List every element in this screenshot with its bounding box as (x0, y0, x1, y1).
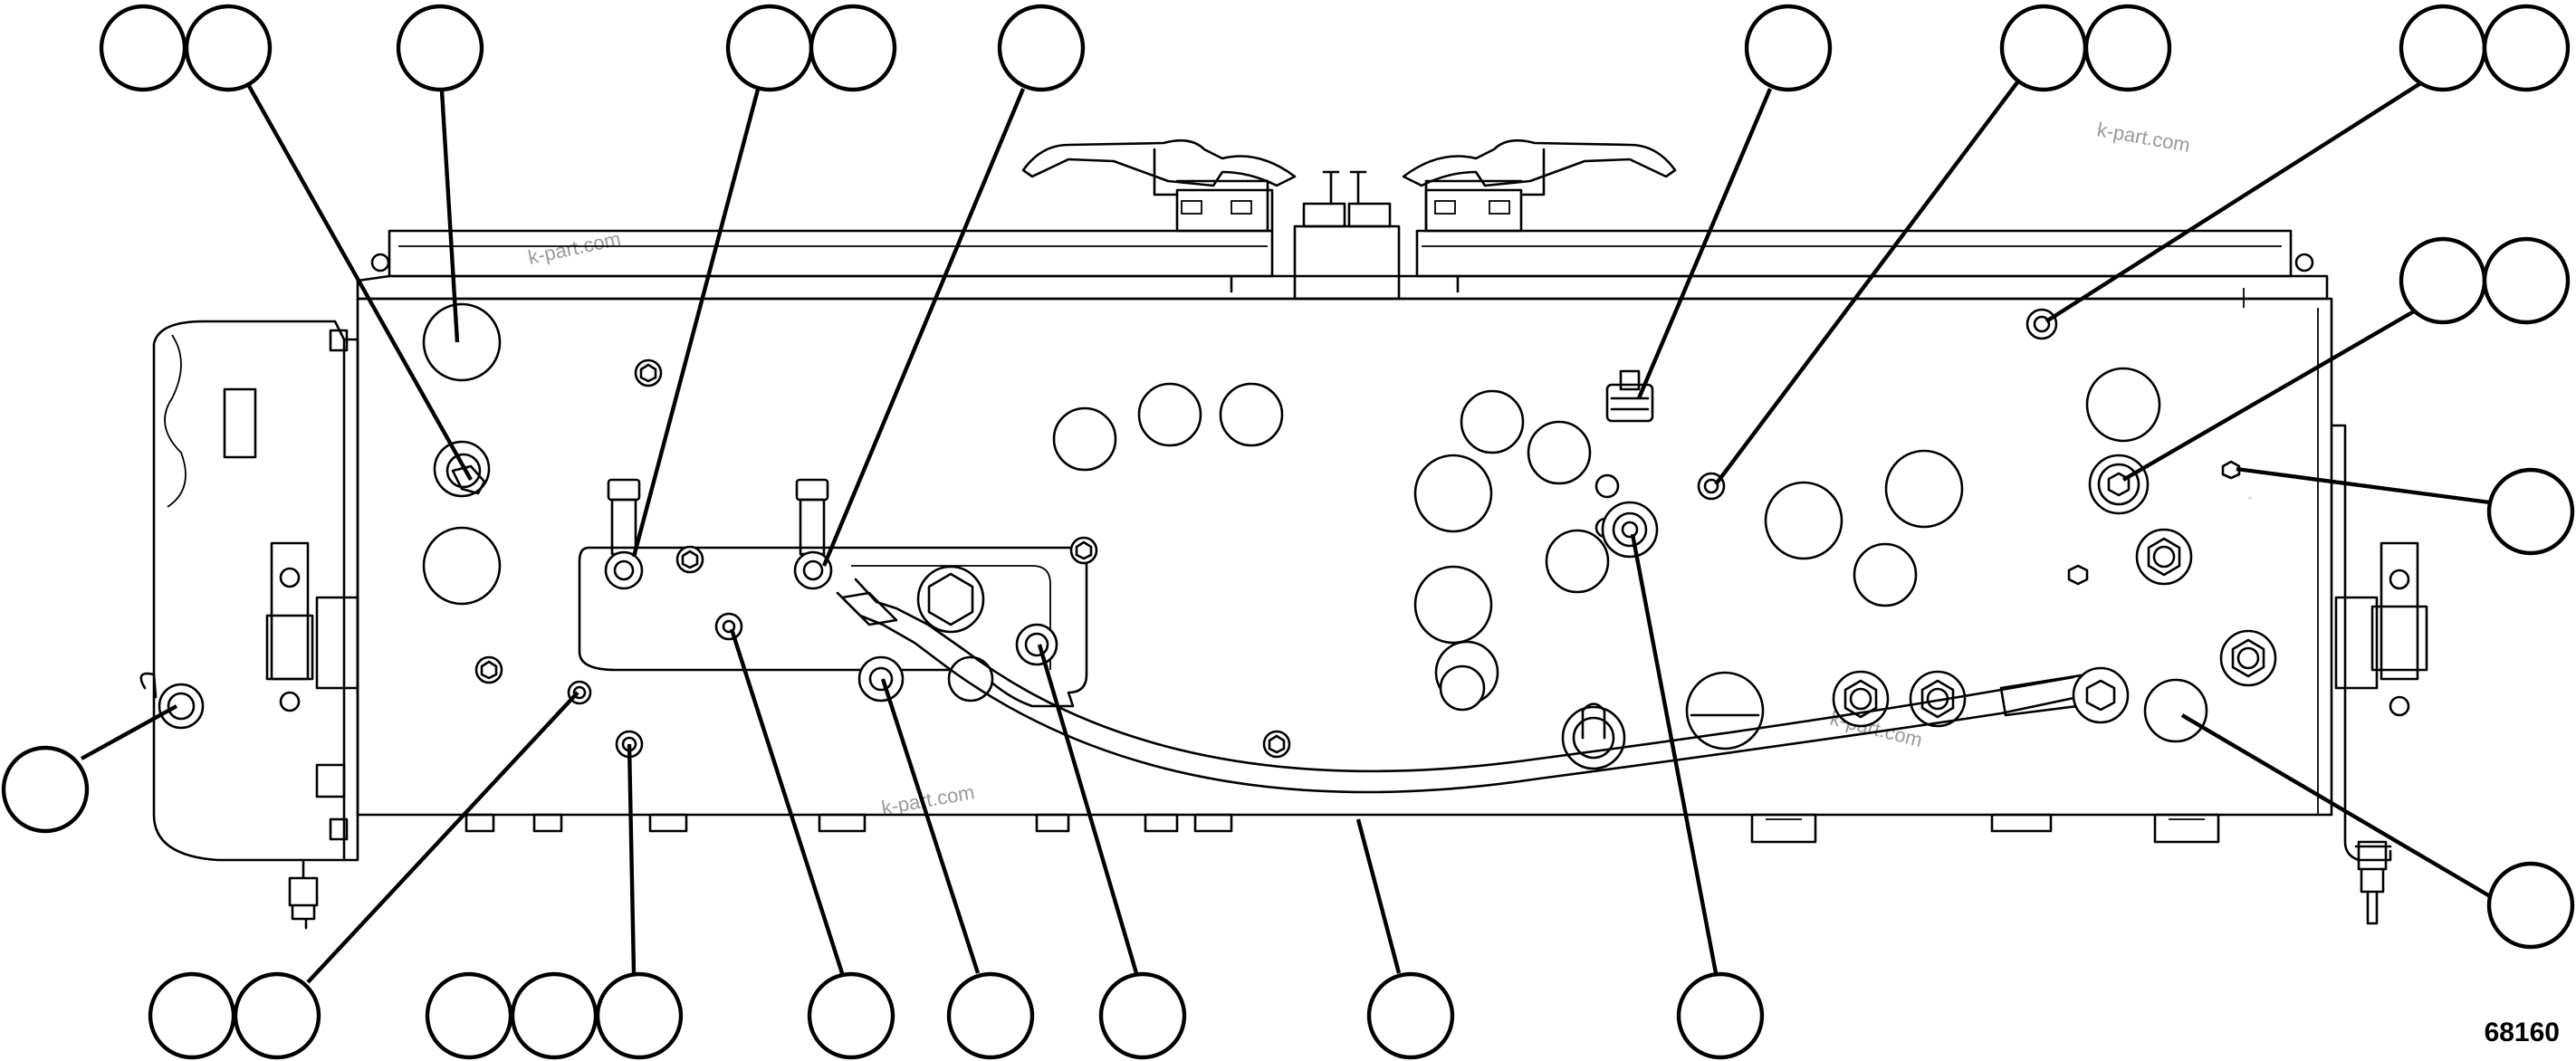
callout-group-bottom-2 (425, 971, 684, 1060)
callout-group-top-5 (1744, 4, 1833, 92)
callout-group-bottom-5 (1098, 971, 1187, 1060)
callout-bubble (807, 971, 895, 1060)
callouts (1, 4, 2575, 1060)
callout-group-top-4 (997, 4, 1086, 92)
callout-group-bottom-6 (1366, 971, 1455, 1060)
callout-group-bottom-3 (807, 971, 895, 1060)
callout-bubble (1999, 4, 2088, 92)
callout-group-top-1 (99, 4, 273, 92)
callout-bubble (396, 4, 484, 92)
callout-bubble (99, 4, 187, 92)
callout-bubble (2482, 236, 2571, 325)
callout-group-bottom-7 (1676, 971, 1765, 1060)
figure-number: 68160 (2484, 1018, 2560, 1047)
callout-bubble (425, 971, 513, 1060)
center-connector (1293, 170, 1401, 301)
callout-group-right-2 (2486, 467, 2575, 556)
callout-bubble (2486, 467, 2575, 556)
callout-bubble (1744, 4, 1833, 92)
callout-bubble (946, 971, 1035, 1060)
callout-group-bottom-1 (148, 971, 321, 1060)
callout-group-right-3 (2486, 861, 2575, 950)
callout-bubble (510, 971, 599, 1060)
callout-bubble (2083, 4, 2172, 92)
right-bracket (2330, 424, 2428, 925)
latch-left (1021, 139, 1297, 233)
fitting-left (433, 440, 491, 498)
callout-bubble (1676, 971, 1765, 1060)
callout-bubble (184, 4, 273, 92)
callout-bubble (1098, 971, 1187, 1060)
leaders (80, 66, 2492, 984)
assembly (139, 139, 2428, 930)
callout-bubble (725, 4, 814, 92)
top-rail (356, 229, 2329, 301)
left-bracket (139, 320, 359, 930)
callout-bubble (2486, 861, 2575, 950)
callout-bubble (1366, 971, 1455, 1060)
callout-bubble (233, 971, 321, 1060)
watermark-2: k-part.com (2095, 118, 2192, 157)
callout-group-top-2 (396, 4, 484, 92)
fittings-upper (604, 478, 833, 590)
latch-right (1402, 139, 1677, 233)
callout-bubble (997, 4, 1086, 92)
callout-group-top-6 (1999, 4, 2172, 92)
callout-group-top-7 (2399, 4, 2571, 92)
callout-bubble (148, 971, 236, 1060)
callout-group-left-1 (1, 745, 90, 834)
callout-bubble (1, 745, 90, 834)
callout-group-right-1 (2399, 236, 2571, 325)
callout-bubble (2399, 4, 2487, 92)
callout-bubble (809, 4, 897, 92)
nuts (474, 308, 2277, 770)
callout-bubble (595, 971, 684, 1060)
callout-bubble (2399, 236, 2487, 325)
callout-group-top-3 (725, 4, 897, 92)
callout-bubble (2482, 4, 2571, 92)
fitting-right (1605, 369, 1654, 423)
callout-group-bottom-4 (946, 971, 1035, 1060)
watermark-1: k-part.com (526, 227, 623, 269)
bottom-studs (464, 813, 2220, 844)
cable (836, 578, 2130, 794)
holes (422, 302, 2208, 750)
